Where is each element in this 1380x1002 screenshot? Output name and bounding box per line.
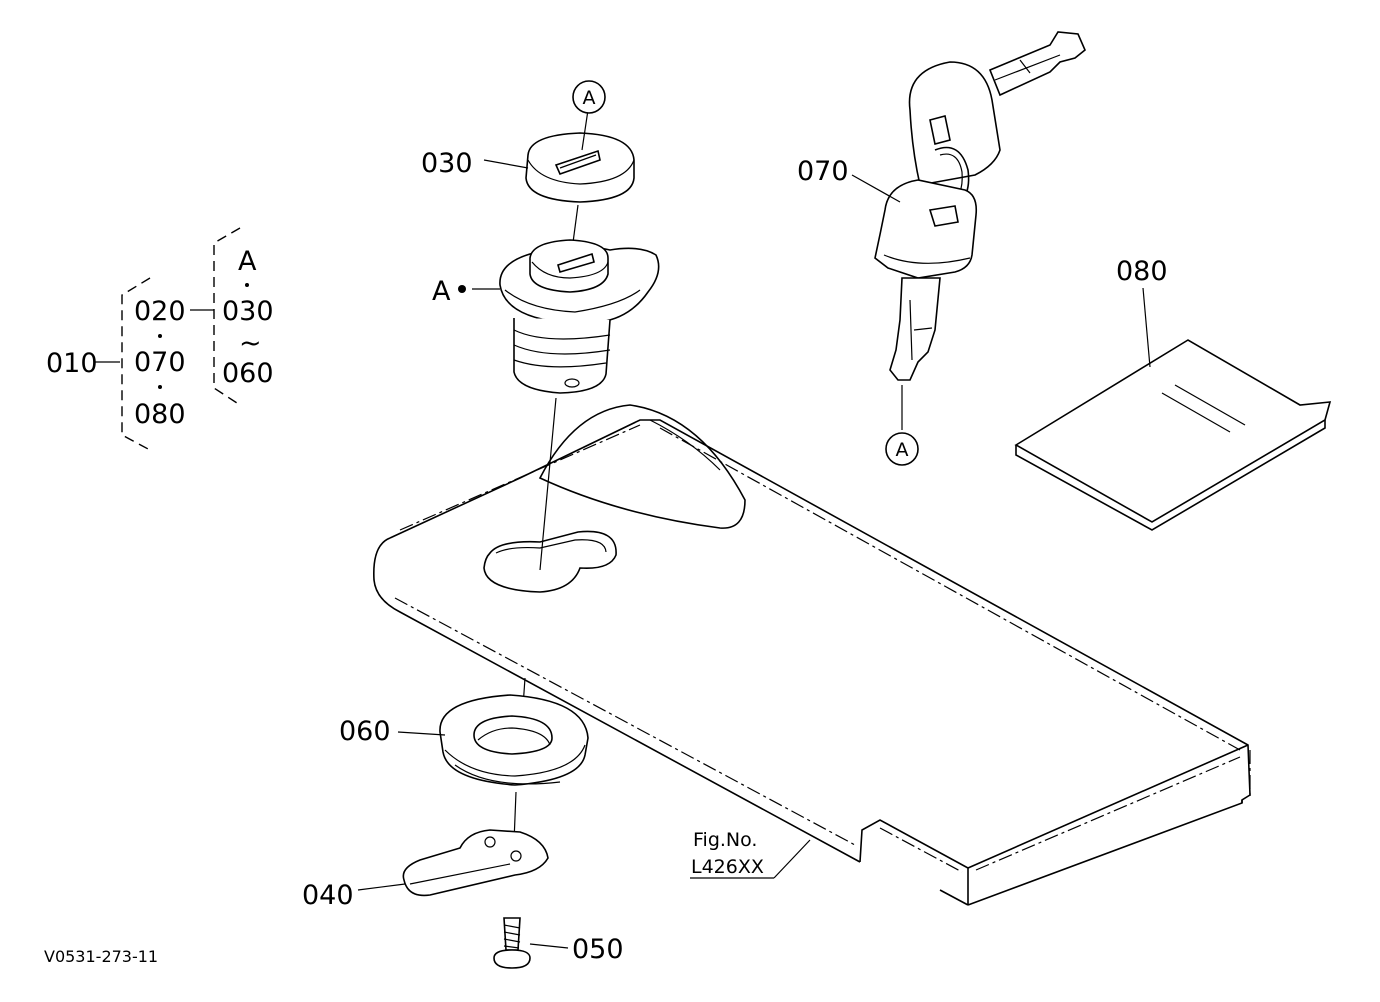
figure-code: V0531-273-11 — [44, 947, 158, 966]
tree-group1-2: 080 — [134, 399, 186, 430]
key-cap: A — [525, 80, 635, 203]
fig-no-value: L426XX — [691, 856, 764, 878]
callout-030: 030 — [421, 148, 473, 179]
fig-no-label: Fig.No. — [693, 829, 757, 851]
callout-050: 050 — [572, 934, 624, 965]
tree-group2-mid: 030 — [222, 296, 274, 327]
ref-label-cap: A — [583, 87, 596, 109]
callout-060: 060 — [339, 716, 391, 747]
ref-label-cylinder: A — [432, 276, 451, 307]
lock-cylinder: A — [432, 239, 660, 394]
cover-panel — [373, 404, 1251, 906]
tree-group2-bottom: 060 — [222, 358, 274, 389]
callout-080: 080 — [1116, 256, 1168, 287]
ref-circle-key — [885, 432, 919, 466]
callout-070: 070 — [797, 156, 849, 187]
tree-root: 010 — [46, 348, 98, 379]
ref-circle-cap — [572, 80, 606, 114]
tree-group2-tilde: ~ — [239, 328, 262, 359]
callout-040: 040 — [302, 880, 354, 911]
cam-plate — [402, 829, 549, 897]
tree-group1-0: 020 — [134, 296, 186, 327]
screw — [493, 917, 531, 969]
ref-label-key: A — [896, 439, 909, 461]
leaders — [357, 159, 1151, 949]
tree-group2-top: A — [238, 246, 257, 277]
tree-group1-1: 070 — [134, 347, 186, 378]
keys: A — [874, 31, 1086, 466]
manual-booklet — [1014, 339, 1332, 531]
assembly-tree: 010 020 070 080 A 030 ~ 060 — [46, 227, 274, 451]
nut-ring — [439, 694, 589, 786]
